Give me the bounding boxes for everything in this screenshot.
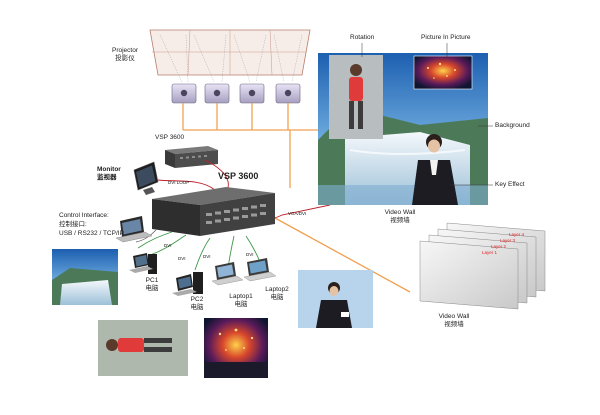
- layer-1-tag: Layer 1: [482, 250, 498, 255]
- video-wall-top-label: Video Wall 视频墙: [378, 209, 422, 224]
- rotated-fashion-image: [98, 320, 188, 376]
- layered-video-wall: [419, 222, 546, 310]
- projector-label-cn: 投影仪: [115, 54, 135, 62]
- laptop2: [243, 258, 277, 282]
- laptop1-label: Laptop1 电脑: [223, 293, 259, 308]
- vsp-main-label: VSP 3600: [218, 171, 259, 181]
- waterfall-source-image: [52, 249, 118, 305]
- vga-dvi-tag: VGA/DVI: [288, 211, 307, 216]
- video-wall-top-title-cn: 视频墙: [390, 216, 410, 224]
- laptop1-label-en: Laptop1: [229, 293, 253, 300]
- laptop2-label-cn: 电脑: [270, 293, 284, 301]
- dvi-loop-tag: DVI LOOP: [168, 180, 190, 185]
- pip-window: [413, 55, 473, 90]
- background-label: Background: [495, 122, 530, 129]
- pc1: [129, 253, 157, 274]
- vsp-3600-small-unit: [165, 146, 218, 168]
- pc2-label: PC2 电脑: [182, 296, 212, 311]
- pc2: [172, 272, 203, 296]
- pc1-label: PC1 电脑: [137, 277, 167, 292]
- control-laptop: [115, 216, 153, 243]
- pc2-label-en: PC2: [190, 296, 204, 303]
- projector-label-en: Projector: [111, 47, 138, 54]
- video-wall-top-title: Video Wall: [384, 209, 416, 216]
- video-wall-bottom-title-cn: 视频墙: [444, 320, 464, 328]
- vsp-3600-main-unit: [152, 187, 275, 236]
- layer-2-tag: Layer 2: [491, 244, 507, 249]
- laptop2-label: Laptop2 电脑: [259, 286, 295, 301]
- laptop1-label-cn: 电脑: [234, 300, 248, 308]
- pc1-label-en: PC1: [145, 277, 159, 284]
- projector-3: [239, 83, 265, 104]
- dvi-tag-2: DVI: [178, 256, 186, 261]
- input-cables: [137, 231, 261, 271]
- key-effect-label: Key Effect: [495, 181, 525, 188]
- monitor-label-cn: 监视器: [97, 173, 117, 181]
- control-interface-line1: Control Interface:: [59, 212, 109, 219]
- output-lines: [182, 103, 411, 293]
- projection-screen: [149, 29, 311, 83]
- control-cable: [135, 229, 157, 243]
- projector-4: [275, 83, 301, 104]
- pc1-label-cn: 电脑: [145, 284, 159, 292]
- fireworks-source-image: [204, 318, 268, 378]
- pip-label: Picture In Picture: [421, 34, 471, 41]
- laptop2-label-en: Laptop2: [265, 286, 289, 293]
- dvi-tag-3: DVI: [203, 254, 211, 259]
- rotation-window: [329, 55, 383, 139]
- key-effect-presenter: [412, 134, 458, 205]
- monitor-label: Monitor 监视器: [97, 166, 121, 181]
- callout-lines: [361, 43, 493, 186]
- control-interface-label: Control Interface: 控制接口: USB / RS232 / T…: [59, 211, 124, 238]
- layer-4-tag: Layer 4: [509, 232, 525, 237]
- video-wall-bottom-title: Video Wall: [438, 313, 470, 320]
- rotation-label: Rotation: [350, 34, 375, 41]
- control-interface-line2: 控制接口:: [59, 221, 87, 228]
- laptop1: [211, 262, 244, 286]
- presenter-source-image: [298, 270, 373, 328]
- vsp-small-label: VSP 3600: [155, 134, 185, 141]
- dvi-tag-1: DVI: [164, 243, 172, 248]
- control-interface-line3: USB / RS232 / TCP/IP: [59, 230, 124, 237]
- layer-3-tag: Layer 3: [500, 238, 516, 243]
- pc2-label-cn: 电脑: [190, 303, 204, 311]
- video-wall-bottom-label: Video Wall 视频墙: [432, 313, 476, 328]
- projector-1: [171, 83, 197, 104]
- dvi-tag-4: DVI: [246, 252, 254, 257]
- projector-label: Projector 投影仪: [100, 47, 150, 62]
- monitor: [133, 161, 159, 195]
- projector-2: [204, 83, 230, 104]
- monitor-label-en: Monitor: [97, 166, 121, 173]
